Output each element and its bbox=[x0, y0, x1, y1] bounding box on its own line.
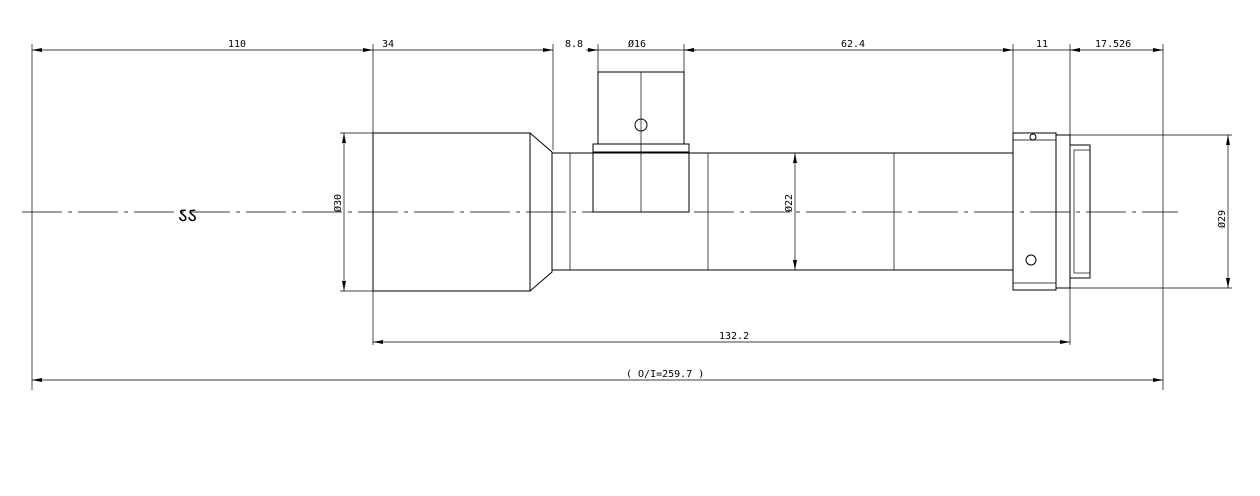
flange-small-hole bbox=[1029, 133, 1037, 141]
dim-34: 34 bbox=[382, 39, 394, 50]
dim-phi16: Ø16 bbox=[628, 38, 646, 50]
dim-8-8: 8.8 bbox=[565, 39, 583, 50]
dim-62-4: 62.4 bbox=[841, 39, 865, 50]
mount-ring bbox=[1055, 134, 1071, 289]
dim-dia22: Ø22 bbox=[783, 194, 795, 212]
break-symbol: ऽऽ bbox=[178, 203, 197, 227]
dim-17-526: 17.526 bbox=[1095, 39, 1131, 50]
dim-110: 110 bbox=[228, 39, 246, 50]
rear-flange bbox=[1012, 132, 1057, 291]
dim-total-259-7: ( O/I=259.7 ) bbox=[626, 369, 704, 380]
front-barrel bbox=[372, 132, 531, 292]
dim-dia30: Ø30 bbox=[332, 194, 344, 212]
dim-dia29: Ø29 bbox=[1216, 210, 1228, 228]
mount-thread bbox=[1069, 144, 1091, 279]
flange-screw-hole bbox=[1025, 254, 1037, 266]
dim-11: 11 bbox=[1036, 39, 1048, 50]
port-screw-hole bbox=[634, 118, 648, 132]
dim-132-2: 132.2 bbox=[719, 331, 749, 342]
